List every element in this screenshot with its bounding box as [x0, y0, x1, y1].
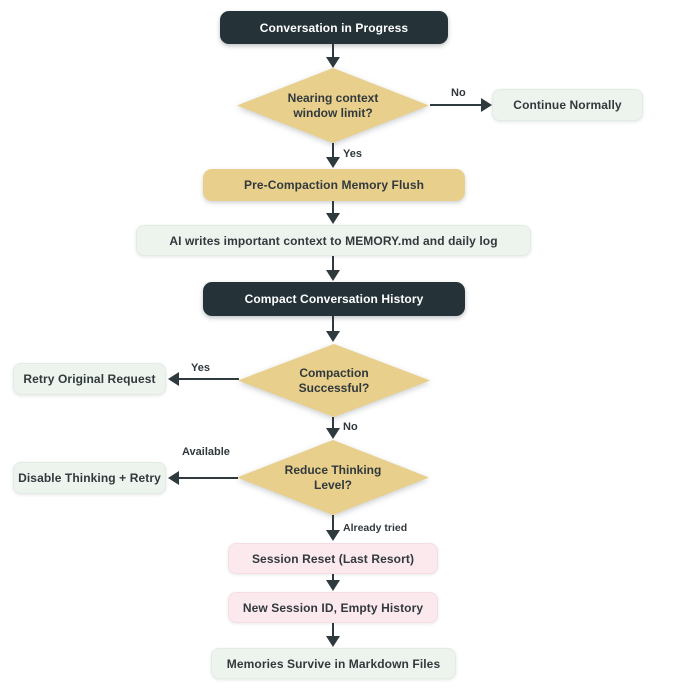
arrow-flush-to-ai-writes	[332, 201, 334, 214]
decision-compaction-successful: Compaction Successful?	[238, 344, 430, 417]
arrow-new-session-to-memories	[332, 623, 334, 637]
arrowhead-thinking-available	[168, 471, 179, 485]
node-ai-writes-memory: AI writes important context to MEMORY.md…	[136, 225, 531, 256]
decision-reduce-thinking-level: Reduce Thinking Level?	[237, 440, 429, 515]
decision-thinking-line1: Reduce Thinking	[284, 462, 382, 477]
arrow-start-to-limit-check	[332, 44, 334, 58]
decision-nearing-context-window-limit: Nearing context window limit?	[237, 68, 429, 143]
arrowhead-start-to-limit-check	[326, 57, 340, 68]
edge-label-no-limit: No	[451, 87, 466, 99]
node-retry-original-request: Retry Original Request	[13, 363, 166, 395]
node-pre-compaction-memory-flush: Pre-Compaction Memory Flush	[203, 169, 465, 201]
arrow-compact-to-compaction-check	[332, 316, 334, 332]
arrow-limit-check-no	[430, 104, 482, 106]
arrow-reset-to-new-session	[332, 574, 334, 581]
node-disable-thinking-retry: Disable Thinking + Retry	[13, 462, 166, 494]
arrowhead-ai-writes-to-compact	[326, 270, 340, 281]
arrow-thinking-already-tried	[332, 515, 334, 531]
arrow-compaction-yes	[179, 378, 239, 380]
arrowhead-compaction-no	[326, 428, 340, 439]
node-new-session: New Session ID, Empty History	[228, 592, 438, 623]
edge-label-available: Available	[182, 446, 230, 458]
edge-label-yes-limit: Yes	[343, 148, 362, 160]
decision-thinking-line2: Level?	[313, 477, 352, 492]
node-session-reset: Session Reset (Last Resort)	[228, 543, 438, 574]
arrowhead-limit-check-no	[481, 98, 492, 112]
arrowhead-thinking-already-tried	[326, 530, 340, 541]
arrowhead-reset-to-new-session	[326, 580, 340, 591]
decision-compaction-line1: Compaction	[299, 365, 369, 380]
decision-limit-line1: Nearing context	[287, 90, 379, 105]
edge-label-already-tried: Already tried	[343, 522, 408, 534]
arrow-compaction-no	[332, 417, 334, 429]
arrow-limit-check-yes	[332, 143, 334, 158]
node-continue-normally: Continue Normally	[492, 89, 643, 121]
node-conversation-in-progress: Conversation in Progress	[220, 11, 448, 44]
arrowhead-compaction-yes	[168, 372, 179, 386]
edge-label-yes-compaction: Yes	[191, 362, 210, 374]
node-compact-conversation-history: Compact Conversation History	[203, 282, 465, 316]
arrowhead-flush-to-ai-writes	[326, 213, 340, 224]
arrowhead-new-session-to-memories	[326, 636, 340, 647]
arrowhead-limit-check-yes	[326, 157, 340, 168]
node-memories-survive: Memories Survive in Markdown Files	[211, 648, 456, 679]
decision-compaction-line2: Successful?	[298, 380, 370, 395]
arrow-ai-writes-to-compact	[332, 256, 334, 271]
arrow-thinking-available	[179, 477, 238, 479]
edge-label-no-compaction: No	[343, 421, 358, 433]
arrowhead-compact-to-compaction-check	[326, 331, 340, 342]
decision-limit-line2: window limit?	[293, 105, 373, 120]
